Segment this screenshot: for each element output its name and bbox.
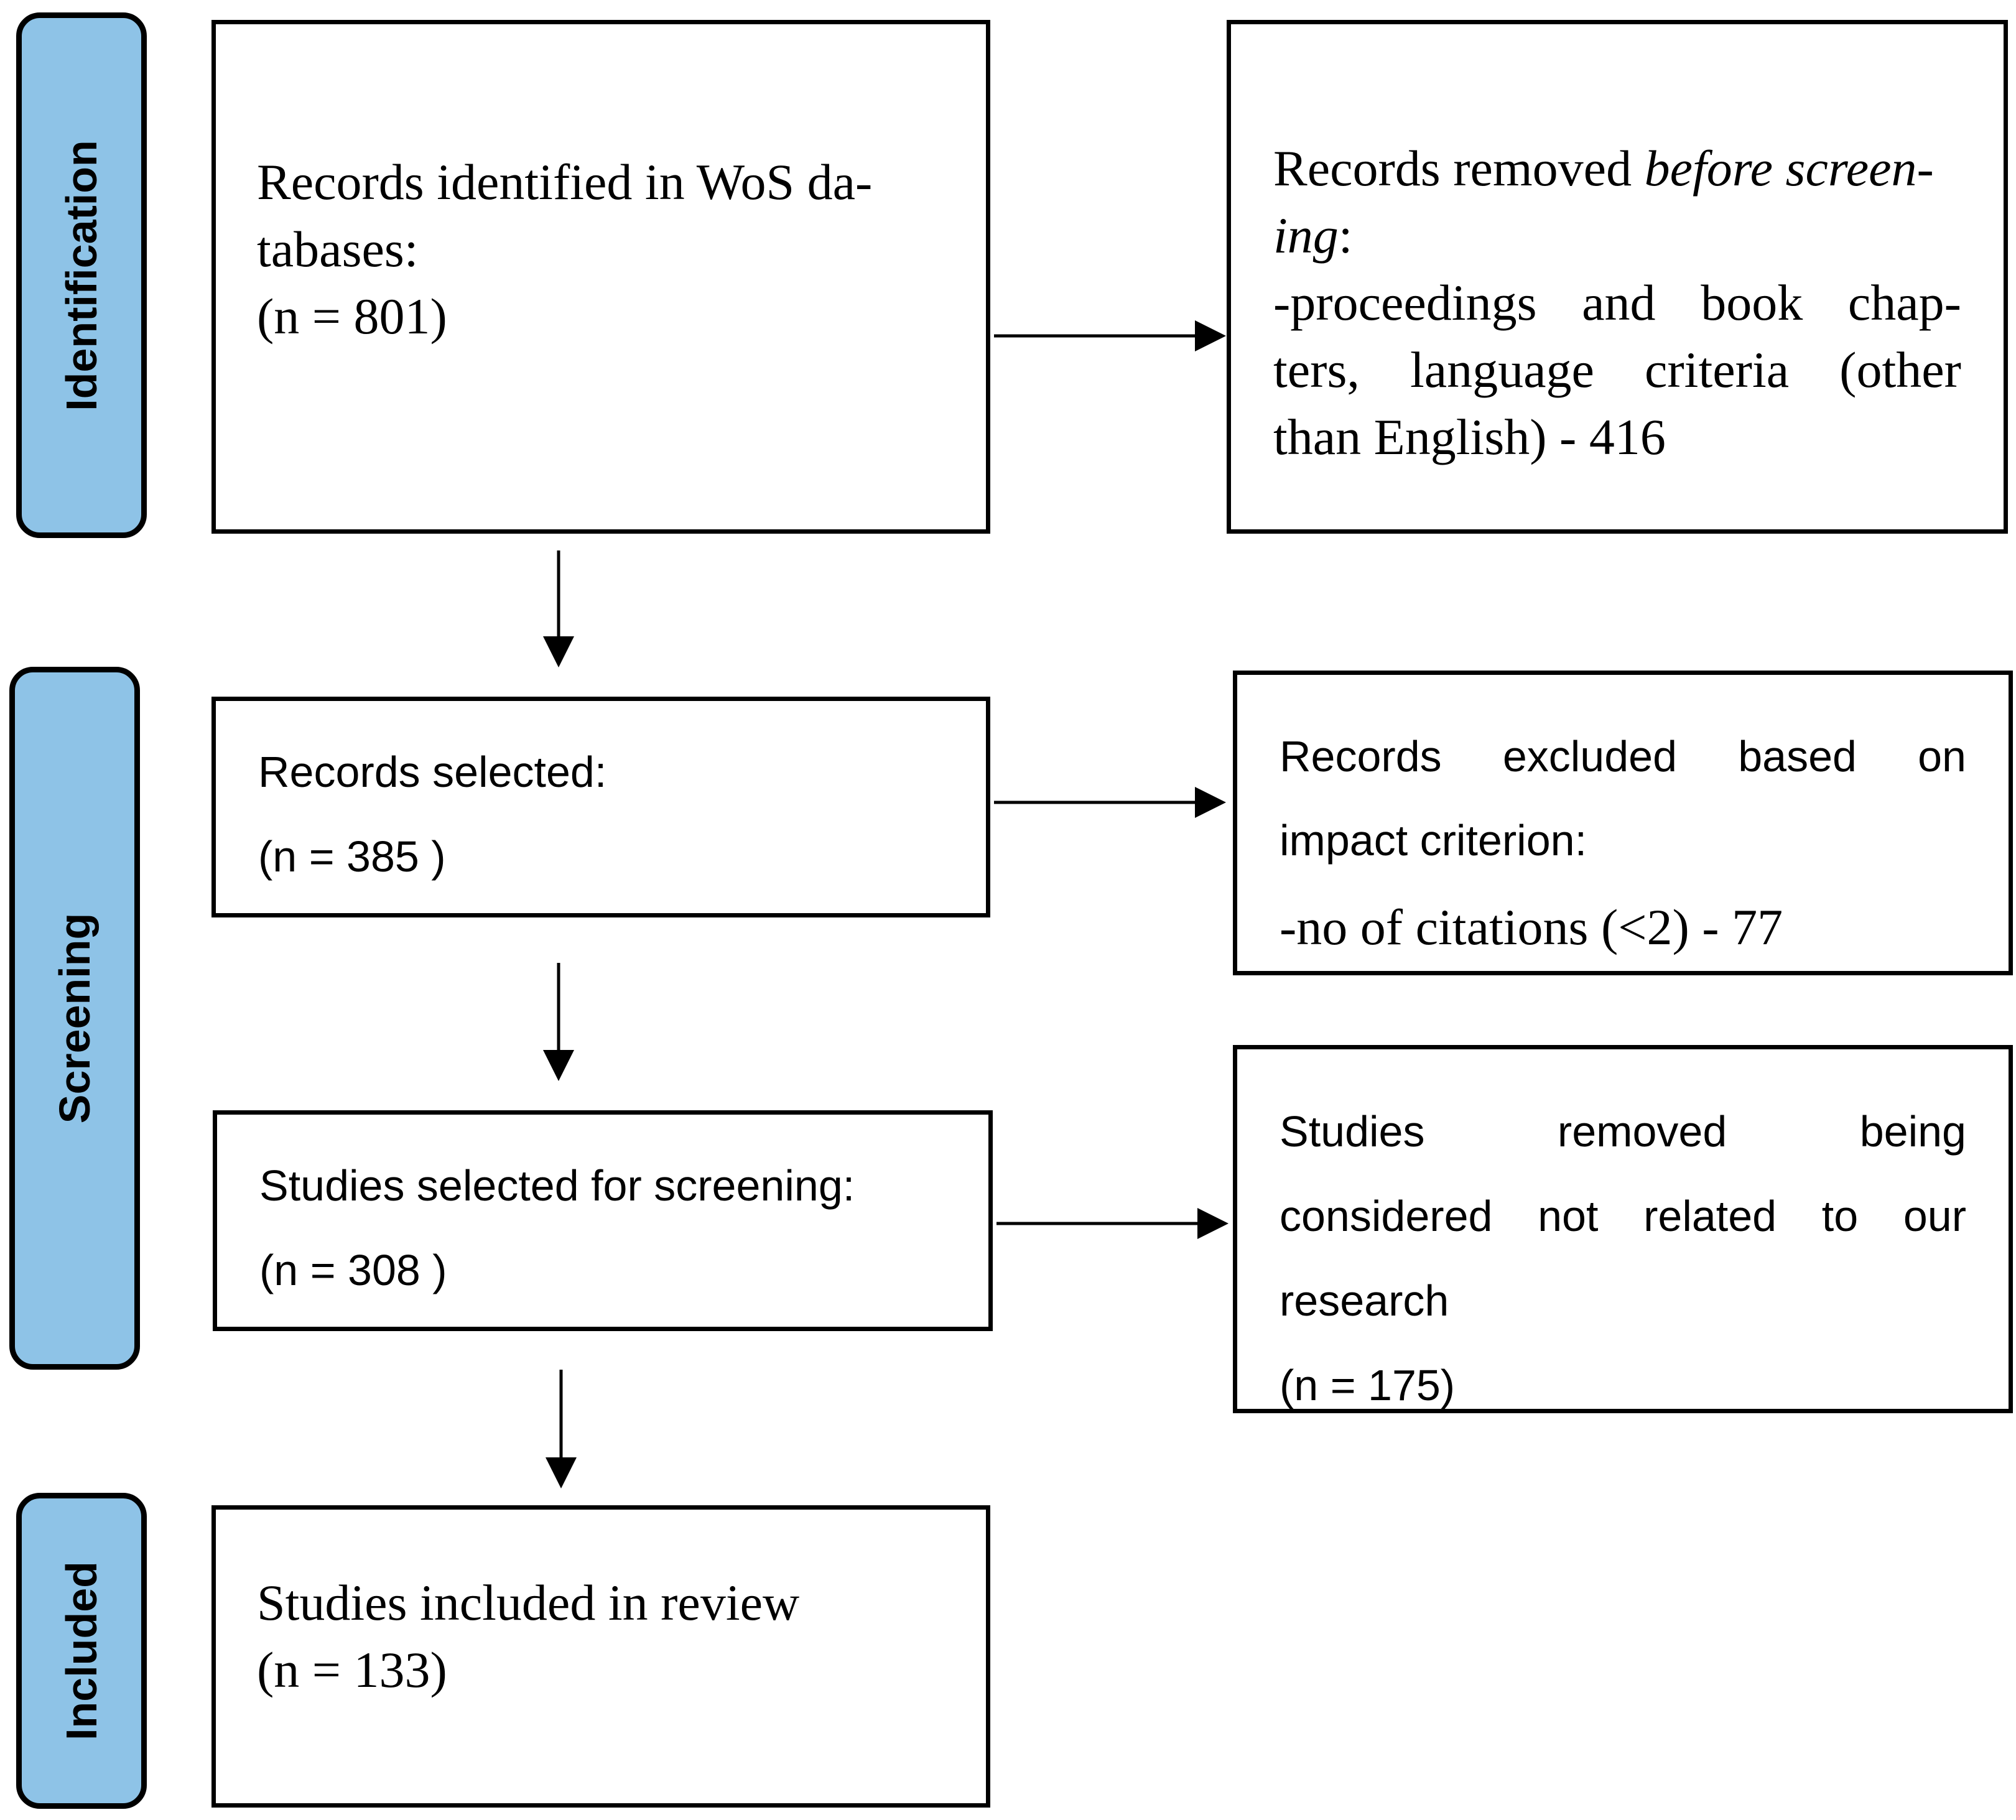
removed-unrelated-word: not	[1538, 1192, 1599, 1240]
phase-screening: Screening	[9, 667, 140, 1370]
removed-unrelated-word: considered	[1280, 1192, 1493, 1240]
removed-unrelated-word: removed	[1557, 1107, 1727, 1156]
removed-unrelated-word: our	[1903, 1192, 1966, 1240]
box-records-identified: Records identified in WoS da- tabases: (…	[211, 20, 990, 534]
removed-before-word: chap-	[1847, 274, 1961, 331]
removed-before-count: than English) - 416	[1273, 409, 1666, 465]
removed-unrelated-word: to	[1821, 1192, 1859, 1240]
box-records-selected: Records selected: (n = 385 )	[211, 697, 990, 917]
excluded-impact-line-2: impact criterion:	[1280, 816, 1587, 865]
identified-count: (n = 801)	[257, 288, 447, 345]
removed-before-line-1-text: Records removed	[1273, 140, 1645, 197]
removed-before-line-1-italic: before screen-	[1644, 140, 1934, 197]
included-label: Studies included in review	[257, 1574, 800, 1631]
box-records-excluded-impact: Records excluded based on impact criteri…	[1233, 671, 2013, 975]
removed-unrelated-word: being	[1859, 1107, 1966, 1156]
included-count: (n = 133)	[257, 1641, 447, 1698]
removed-before-line-4: ters, language criteria (other	[1273, 337, 1961, 404]
excluded-impact-word: excluded	[1502, 732, 1678, 781]
excluded-impact-line-1: Records excluded based on	[1280, 715, 1966, 799]
box-studies-removed-unrelated: Studies removed being considered not rel…	[1233, 1045, 2013, 1413]
removed-unrelated-line-1: Studies removed being	[1280, 1089, 1966, 1174]
selected-count: (n = 385 )	[258, 832, 446, 881]
removed-unrelated-line-2: considered not related to our	[1280, 1174, 1966, 1258]
removed-before-line-2-text: :	[1338, 207, 1353, 264]
removed-unrelated-word: Studies	[1280, 1107, 1425, 1156]
removed-before-word: ters,	[1273, 341, 1360, 398]
excluded-impact-word: Records	[1280, 732, 1442, 781]
removed-before-line-3: -proceedings and book chap-	[1273, 269, 1961, 337]
removed-before-word: language	[1410, 341, 1594, 398]
excluded-impact-count: -no of citations (<2) - 77	[1280, 899, 1783, 955]
excluded-impact-word: based	[1738, 732, 1857, 781]
screening-label: Studies selected for screening:	[259, 1161, 855, 1210]
identified-line-1: Records identified in WoS da-	[257, 154, 873, 210]
removed-before-word: -proceedings	[1273, 274, 1537, 331]
excluded-impact-word: on	[1918, 732, 1966, 781]
removed-before-word: (other	[1839, 341, 1961, 398]
removed-before-word: criteria	[1644, 341, 1790, 398]
selected-label: Records selected:	[258, 748, 607, 796]
phase-included: Included	[16, 1493, 147, 1809]
box-studies-selected-for-screening: Studies selected for screening: (n = 308…	[213, 1110, 993, 1331]
removed-before-line-2: ing:	[1273, 202, 1961, 269]
removed-before-line-1: Records removed before screen-	[1273, 135, 1961, 202]
removed-unrelated-word: related	[1643, 1192, 1777, 1240]
removed-unrelated-count: (n = 175)	[1280, 1361, 1456, 1409]
removed-before-line-2-italic: ing	[1273, 207, 1339, 264]
box-studies-included: Studies included in review (n = 133)	[211, 1505, 990, 1808]
box-records-removed-before-screening: Records removed before screen- ing: -pro…	[1227, 20, 2008, 534]
removed-unrelated-line-3: research	[1280, 1276, 1449, 1325]
removed-before-word: book	[1701, 274, 1803, 331]
identified-line-2: tabases:	[257, 221, 419, 277]
screening-count: (n = 308 )	[259, 1246, 447, 1294]
phase-identification: Identification	[16, 12, 147, 538]
removed-before-word: and	[1582, 274, 1656, 331]
